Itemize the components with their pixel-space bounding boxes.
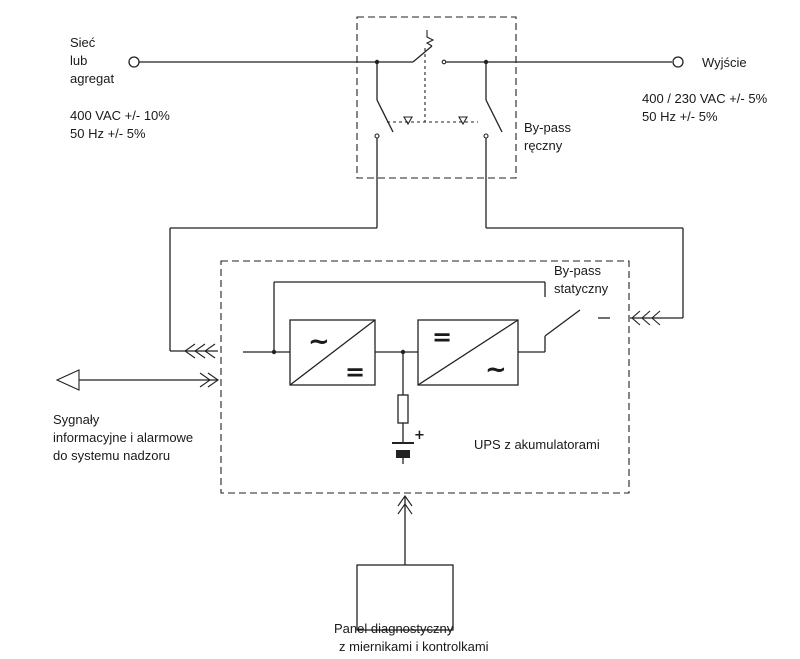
output-label: Wyjście bbox=[702, 55, 747, 70]
ups-label: UPS z akumulatorami bbox=[474, 437, 600, 452]
ups-input-chevron-1 bbox=[184, 343, 196, 359]
panel-label: Panel diagnostyczny z miernikami i kontr… bbox=[334, 621, 489, 654]
ups-output-chevron-2 bbox=[641, 310, 651, 326]
linkage-marker-left bbox=[403, 116, 413, 126]
left-switch-contact bbox=[374, 133, 380, 139]
manual-bypass-enclosure bbox=[356, 16, 517, 179]
battery-fuse bbox=[397, 394, 409, 424]
output-spec: 400 / 230 VAC +/- 5% 50 Hz +/- 5% bbox=[642, 91, 771, 124]
signals-label: Sygnały informacyjne i alarmowe do syste… bbox=[53, 412, 197, 463]
signals-chevron-1 bbox=[207, 372, 219, 388]
output-terminal bbox=[672, 56, 684, 68]
right-switch-contact bbox=[483, 133, 489, 139]
ups-enclosure bbox=[220, 260, 630, 494]
battery-plate-negative bbox=[396, 450, 410, 458]
ups-input-chevron-3 bbox=[204, 343, 216, 359]
rectifier-dc-symbol: = bbox=[345, 358, 365, 386]
right-switch-blade bbox=[485, 99, 503, 133]
static-bypass-label: By-pass statyczny bbox=[554, 263, 609, 296]
ups-output-chevron-1 bbox=[631, 310, 641, 326]
rectifier-diagonal bbox=[289, 319, 376, 386]
input-terminal bbox=[128, 56, 140, 68]
input-label: Sieć lub agregat bbox=[70, 35, 114, 86]
linkage-marker-right bbox=[458, 116, 468, 126]
left-switch-blade bbox=[376, 99, 394, 133]
inverter-ac-symbol: ~ bbox=[485, 355, 507, 385]
input-spec: 400 VAC +/- 10% 50 Hz +/- 5% bbox=[70, 108, 173, 141]
bypass-junction bbox=[271, 349, 277, 355]
rectifier-ac-symbol: ~ bbox=[308, 327, 330, 357]
static-switch-blade bbox=[544, 309, 581, 337]
main-switch-blade bbox=[412, 45, 433, 63]
switch-mechanism bbox=[425, 30, 435, 47]
signals-arrow-head bbox=[55, 369, 80, 391]
inverter-diagonal bbox=[417, 319, 519, 386]
main-switch-contact bbox=[441, 59, 447, 65]
panel-link-chevron-2 bbox=[397, 503, 413, 515]
inverter-dc-symbol: = bbox=[432, 323, 452, 351]
signals-chevron-2 bbox=[199, 372, 211, 388]
ups-output-chevron-3 bbox=[651, 310, 661, 326]
panel-link-chevron-1 bbox=[397, 495, 413, 507]
battery-plus-symbol: + bbox=[414, 428, 425, 443]
ups-input-chevron-2 bbox=[194, 343, 206, 359]
manual-bypass-label: By-pass ręczny bbox=[524, 120, 575, 153]
